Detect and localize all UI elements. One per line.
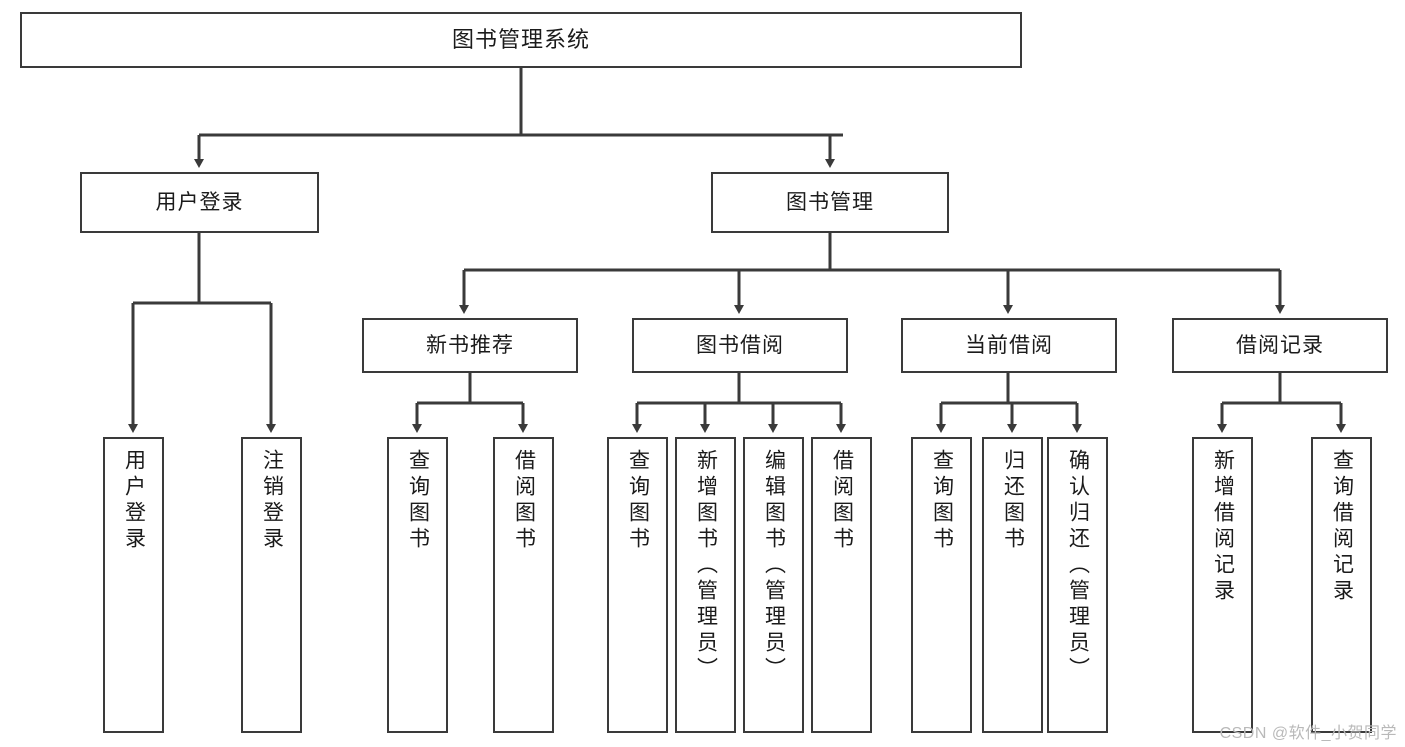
node-current-borrow[interactable]: 当前借阅: [901, 318, 1117, 373]
node-user-login[interactable]: 用户登录: [80, 172, 319, 233]
node-leaf-confirm-return[interactable]: 确认归还（管理员）: [1047, 437, 1108, 733]
node-label: 新增图书（管理员）: [694, 449, 718, 683]
node-label: 图书管理: [786, 190, 874, 214]
node-new-book-recommend[interactable]: 新书推荐: [362, 318, 578, 373]
node-label: 确认归还（管理员）: [1066, 449, 1090, 683]
node-leaf-add-book[interactable]: 新增图书（管理员）: [675, 437, 736, 733]
node-label: 新增借阅记录: [1211, 449, 1235, 605]
node-label: 图书管理系统: [451, 26, 590, 52]
node-leaf-user-logout[interactable]: 注销登录: [241, 437, 302, 733]
node-book-borrow[interactable]: 图书借阅: [632, 318, 848, 373]
node-leaf-borrow-book-2[interactable]: 借阅图书: [811, 437, 872, 733]
node-label: 用户登录: [155, 190, 244, 214]
node-label: 新书推荐: [426, 333, 514, 357]
node-leaf-query-book-2[interactable]: 查询图书: [607, 437, 668, 733]
node-leaf-query-record[interactable]: 查询借阅记录: [1311, 437, 1372, 733]
node-leaf-return-book[interactable]: 归还图书: [982, 437, 1043, 733]
node-label: 借阅图书: [830, 449, 854, 553]
node-label: 借阅记录: [1236, 333, 1324, 357]
node-label: 当前借阅: [965, 333, 1053, 357]
node-leaf-edit-book[interactable]: 编辑图书（管理员）: [743, 437, 804, 733]
node-leaf-borrow-book-1[interactable]: 借阅图书: [493, 437, 554, 733]
node-borrow-record[interactable]: 借阅记录: [1172, 318, 1388, 373]
node-label: 图书借阅: [696, 333, 784, 357]
node-leaf-user-login[interactable]: 用户登录: [103, 437, 164, 733]
node-label: 归还图书: [1001, 449, 1025, 553]
node-label: 借阅图书: [512, 449, 536, 553]
node-label: 查询借阅记录: [1330, 449, 1354, 605]
watermark-text: CSDN @软件_小贺同学: [1219, 725, 1397, 742]
node-label: 查询图书: [626, 449, 650, 553]
node-leaf-query-book-3[interactable]: 查询图书: [911, 437, 972, 733]
node-label: 编辑图书（管理员）: [762, 449, 786, 683]
node-leaf-add-record[interactable]: 新增借阅记录: [1192, 437, 1253, 733]
node-root-book-management-system[interactable]: 图书管理系统: [20, 12, 1022, 68]
node-label: 查询图书: [930, 449, 954, 553]
node-label: 查询图书: [406, 449, 430, 553]
node-label: 注销登录: [260, 449, 284, 553]
node-label: 用户登录: [122, 449, 146, 553]
node-book-management[interactable]: 图书管理: [711, 172, 949, 233]
node-leaf-query-book-1[interactable]: 查询图书: [387, 437, 448, 733]
